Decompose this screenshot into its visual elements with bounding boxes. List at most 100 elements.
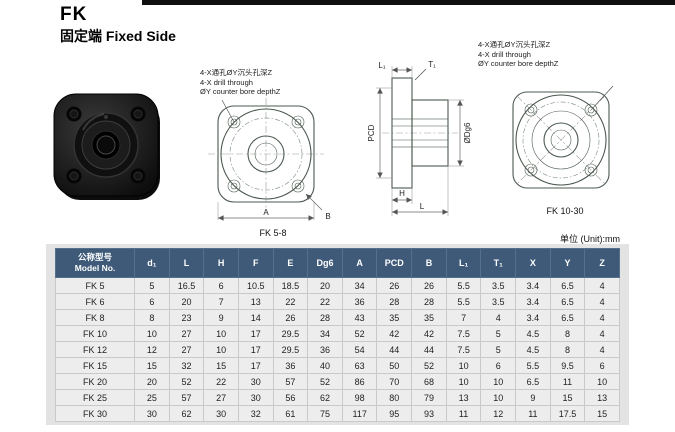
value-cell: 57 [168,389,205,406]
value-cell: 4 [584,325,620,342]
value-cell: 6 [203,277,239,294]
value-cell: 10 [445,357,482,374]
drawing-caption-fk5-8: FK 5-8 [259,228,287,238]
value-cell: 5 [480,325,517,342]
value-cell: 7.5 [445,341,482,358]
value-cell: 17.5 [549,405,586,422]
value-cell: 13 [445,389,482,406]
value-cell: 35 [411,309,447,326]
value-cell: 10.5 [237,277,274,294]
value-cell: 57 [272,373,309,390]
value-cell: 15 [203,357,239,374]
column-header: F [237,248,274,278]
value-cell: 62 [307,389,343,406]
value-cell: 30 [237,373,274,390]
value-cell: 79 [411,389,447,406]
product-photo [53,93,160,200]
value-cell: 10 [480,373,517,390]
value-cell: 61 [272,405,309,422]
dim-label-A: A [263,208,269,217]
value-cell: 28 [411,293,447,310]
value-cell: 4 [480,309,517,326]
value-cell: 7 [203,293,239,310]
annotation-line-zh: 4-X通孔ØY沉头孔深Z [478,40,551,49]
value-cell: 12 [480,405,517,422]
value-cell: 4 [584,277,620,294]
value-cell: 18.5 [272,277,309,294]
value-cell: 14 [237,309,274,326]
value-cell: 10 [134,325,170,342]
value-cell: 9 [203,309,239,326]
value-cell: 62 [168,405,205,422]
value-cell: 32 [237,405,274,422]
value-cell: 98 [341,389,378,406]
value-cell: 52 [341,325,378,342]
column-header: Dg6 [307,248,343,278]
mounting-holes [227,115,305,193]
value-cell: 15 [584,405,620,422]
value-cell: 27 [168,341,205,358]
value-cell: 44 [376,341,413,358]
column-header: E [272,248,309,278]
value-cell: 15 [134,357,170,374]
value-cell: 26 [376,277,413,294]
value-cell: 80 [376,389,413,406]
value-cell: 30 [134,405,170,422]
value-cell: 6.5 [549,309,586,326]
value-cell: 5.5 [445,293,482,310]
value-cell: 13 [584,389,620,406]
value-cell: 10 [445,373,482,390]
value-cell: 36 [272,357,309,374]
column-header: L [168,248,205,278]
unit-note: 单位 (Unit):mm [560,234,620,244]
model-cell: FK 30 [55,405,135,422]
value-cell: 26 [411,277,447,294]
value-cell: 6.5 [549,277,586,294]
value-cell: 68 [411,373,447,390]
value-cell: 22 [272,293,309,310]
value-cell: 43 [341,309,378,326]
counterbore-annotation-right: 4-X通孔ØY沉头孔深Z 4-X drill through ØY counte… [478,40,614,69]
value-cell: 4.5 [515,325,551,342]
front-view-drawing-fk10-30 [512,85,614,189]
value-cell: 5.5 [515,357,551,374]
column-header: L₁ [445,248,482,278]
front-view-drawing-fk5-8: A B [208,98,331,221]
value-cell: 6 [134,293,170,310]
column-header: Y [549,248,586,278]
column-header: T₁ [480,248,517,278]
model-cell: FK 25 [55,389,135,406]
value-cell: 22 [307,293,343,310]
model-cell: FK 5 [55,277,135,294]
value-cell: 22 [203,373,239,390]
value-cell: 63 [341,357,378,374]
value-cell: 20 [134,373,170,390]
value-cell: 42 [411,325,447,342]
value-cell: 117 [341,405,378,422]
drawing-caption-fk10-30: FK 10-30 [546,206,584,216]
value-cell: 5.5 [445,277,482,294]
value-cell: 17 [237,341,274,358]
value-cell: 3.4 [515,277,551,294]
value-cell: 36 [341,293,378,310]
model-cell: FK 8 [55,309,135,326]
value-cell: 12 [134,341,170,358]
value-cell: 4 [584,293,620,310]
mounting-holes [524,103,598,177]
dim-label-Dg6: ØDg6 [463,122,472,143]
model-cell: FK 12 [55,341,135,358]
value-cell: 44 [411,341,447,358]
value-cell: 28 [376,293,413,310]
column-header: B [411,248,447,278]
value-cell: 52 [411,357,447,374]
value-cell: 35 [376,309,413,326]
value-cell: 29.5 [272,341,309,358]
value-cell: 5 [134,277,170,294]
value-cell: 54 [341,341,378,358]
